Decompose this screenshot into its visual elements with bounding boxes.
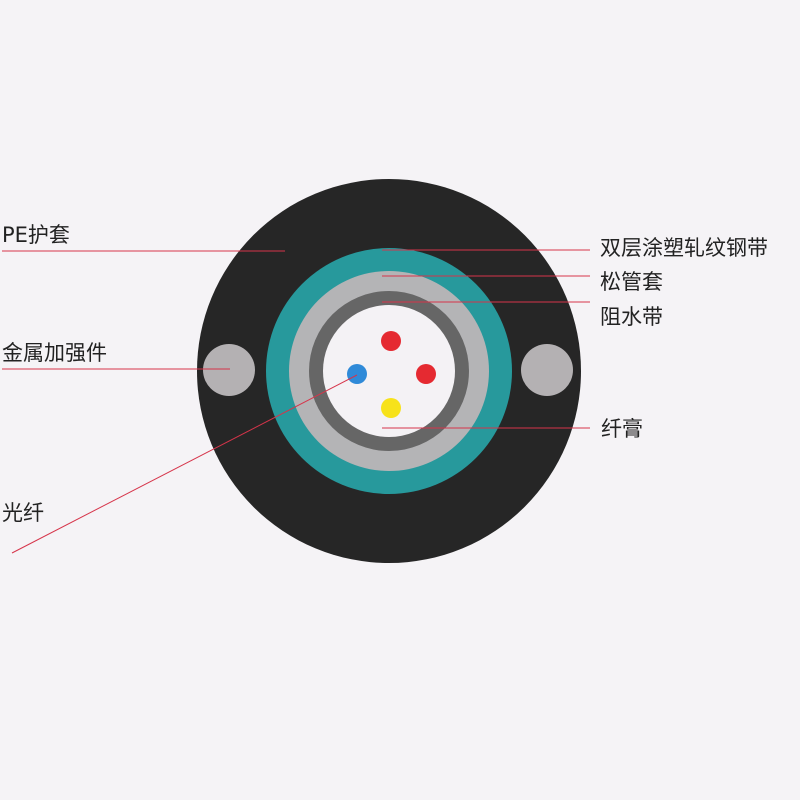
- label-metal-strength-member: 金属加强件: [2, 341, 107, 365]
- label-armor-tape: 双层涂塑轧纹钢带: [600, 236, 768, 260]
- fiber-yellow-bottom: [381, 398, 401, 418]
- left-metal-strength-member: [203, 344, 255, 396]
- fiber-blue-left: [347, 364, 367, 384]
- fiber-red-right: [416, 364, 436, 384]
- label-water-block-tape: 阻水带: [600, 305, 663, 329]
- leader-line-optical-fiber: [11, 374, 358, 554]
- fiber-red-top: [381, 331, 401, 351]
- label-fiber-gel: 纤膏: [601, 417, 643, 441]
- label-pe-sheath: PE护套: [2, 223, 70, 247]
- fiber-gel-core: [323, 305, 455, 437]
- label-optical-fiber: 光纤: [2, 501, 44, 525]
- right-metal-strength-member: [521, 344, 573, 396]
- label-loose-tube: 松管套: [600, 270, 663, 294]
